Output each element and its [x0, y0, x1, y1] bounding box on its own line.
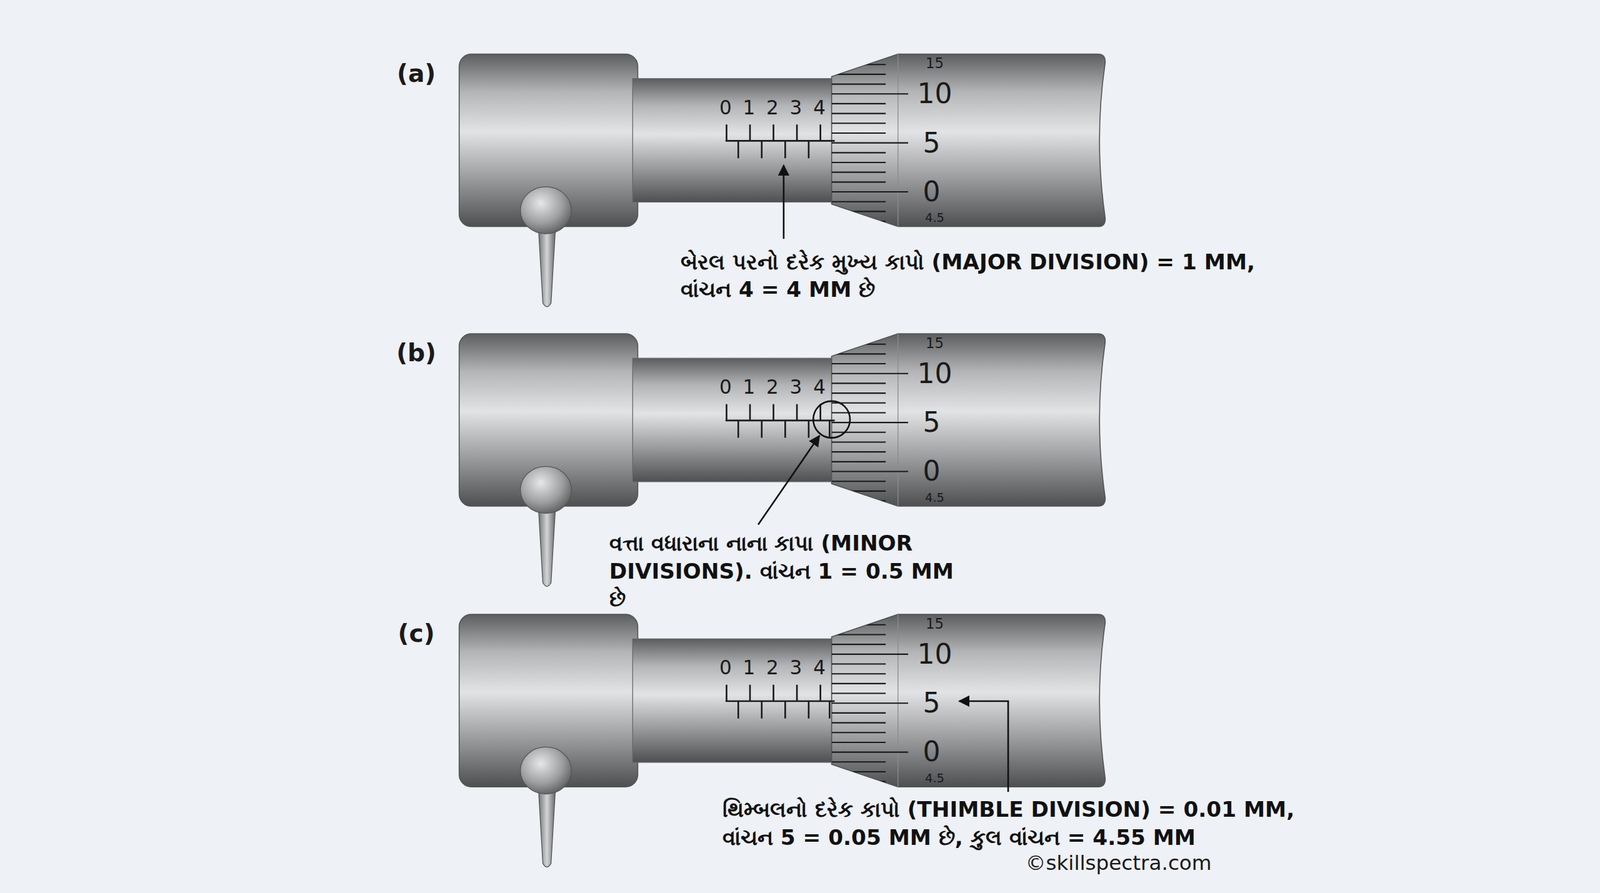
- callout-text: બેરલ પરનો દરેક મુખ્ય કાપો (MAJOR DIVISIO…: [680, 248, 1283, 304]
- barrel-scale-number: 2: [766, 96, 779, 120]
- barrel-scale-number: 0: [719, 376, 732, 400]
- barrel-scale-number: 1: [742, 657, 755, 680]
- barrel-scale-number: 2: [766, 657, 779, 680]
- thimble-scale-number: 4.5: [925, 490, 945, 505]
- barrel-scale-number: 0: [719, 96, 732, 120]
- thimble-scale-number: 10: [916, 357, 952, 390]
- panel-label: (c): [398, 619, 435, 648]
- thimble-scale-number: 15: [925, 615, 944, 632]
- highlight-circle: [813, 401, 850, 439]
- thimble-scale-number: 10: [916, 78, 952, 110]
- thimble-scale-number: 5: [923, 406, 941, 439]
- barrel-scale-number: 3: [790, 376, 803, 400]
- thimble-scale-number: 0: [923, 736, 941, 769]
- barrel-scale-number: 4: [813, 376, 826, 400]
- barrel-scale-number: 1: [742, 376, 755, 400]
- barrel-scale-number: 2: [766, 376, 779, 400]
- thimble-scale-number: 15: [925, 55, 944, 72]
- panel-label: (b): [396, 338, 437, 367]
- barrel-scale-number: 0: [719, 657, 732, 680]
- panel-label: (a): [396, 59, 436, 88]
- thimble-scale-number: 5: [923, 126, 941, 159]
- thimble-scale-number: 15: [925, 334, 944, 351]
- thimble-scale-number: 10: [916, 638, 952, 670]
- thimble-scale-number: 0: [923, 455, 941, 488]
- barrel-scale-number: 3: [790, 96, 803, 120]
- leader-arrow: [783, 165, 785, 240]
- barrel-scale-number: 4: [813, 657, 826, 680]
- thimble-scale-number: 4.5: [925, 211, 945, 226]
- thimble-scale-number: 5: [923, 687, 941, 720]
- barrel-scale-number: 3: [790, 657, 803, 680]
- callout-text: થિમ્બલનો દરેક કાપો (THIMBLE DIVISION) = …: [722, 795, 1335, 852]
- thimble-scale-number: 0: [923, 176, 941, 209]
- watermark: ©skillspectra.com: [1025, 851, 1212, 876]
- callout-text: વત્તા વધારાના નાના કાપા (MINOR DIVISIONS…: [609, 529, 977, 614]
- barrel-scale-number: 1: [742, 96, 755, 120]
- leader-arrow: [959, 701, 1009, 792]
- barrel-scale-number: 4: [813, 96, 826, 120]
- thimble-scale-number: 4.5: [925, 771, 945, 786]
- leader-arrow: [758, 435, 820, 525]
